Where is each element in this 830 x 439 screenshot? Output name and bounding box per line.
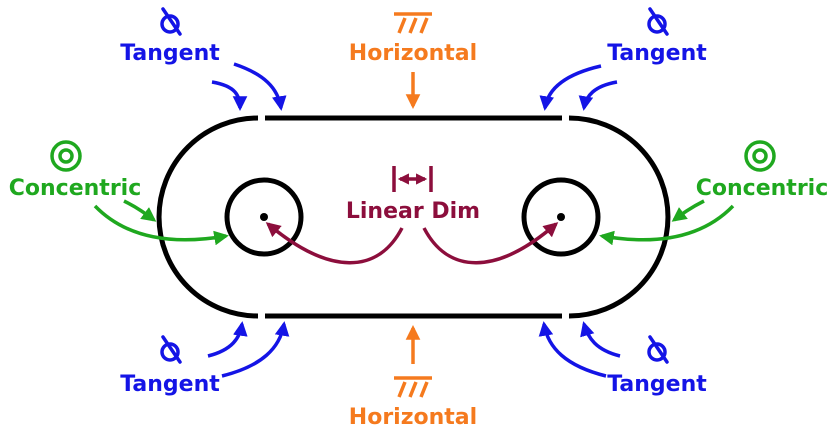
- tangent-icon: [160, 7, 182, 36]
- tangent-label: Tangent: [607, 372, 707, 397]
- horizontal-top-group: Horizontal: [349, 12, 477, 109]
- left-end-arc: [156, 115, 259, 319]
- tangent-top-right-group: Tangent: [539, 7, 707, 111]
- left-center-point: [260, 213, 268, 221]
- concentric-icon: [50, 140, 82, 172]
- concentric-arrow: [93, 204, 229, 246]
- concentric-right-group: Concentric: [599, 140, 829, 246]
- tangent-bottom-left-group: Tangent: [120, 321, 290, 397]
- tangent-icon: [647, 7, 669, 36]
- left-circle: [224, 177, 304, 257]
- tangent-arrow: [538, 321, 607, 378]
- tangent-label: Tangent: [120, 41, 220, 66]
- linear-dim-arrow: [422, 222, 559, 265]
- concentric-label: Concentric: [9, 176, 142, 201]
- concentric-icon: [744, 140, 776, 172]
- concentric-arrow: [671, 199, 705, 222]
- tangent-arrow: [539, 64, 602, 111]
- tangent-label: Tangent: [120, 372, 220, 397]
- tangent-icon: [647, 335, 669, 364]
- tangent-arrow: [233, 62, 287, 111]
- tangent-arrow: [578, 80, 618, 111]
- tangent-label: Tangent: [607, 41, 707, 66]
- right-circle: [521, 177, 601, 257]
- linear-dim-label: Linear Dim: [346, 199, 480, 224]
- concentric-arrow: [599, 204, 735, 246]
- linear-dimension-icon: [392, 166, 433, 192]
- linear-dim-group: Linear Dim: [265, 166, 559, 265]
- right-center-point: [557, 213, 565, 221]
- linear-dim-arrow: [265, 222, 404, 265]
- right-end-arc: [568, 115, 671, 319]
- tangent-arrow: [207, 321, 248, 358]
- horizontal-icon: [394, 376, 432, 398]
- tangent-top-left-group: Tangent: [120, 7, 287, 111]
- tangent-arrow: [580, 321, 621, 358]
- tangent-bottom-right-group: Tangent: [538, 321, 707, 397]
- tangent-icon: [160, 335, 182, 364]
- horizontal-bottom-group: Horizontal: [349, 325, 477, 430]
- horizontal-label: Horizontal: [349, 41, 477, 66]
- concentric-label: Concentric: [696, 176, 829, 201]
- slot-geometry: [156, 115, 671, 319]
- horizontal-label: Horizontal: [349, 405, 477, 430]
- tangent-arrow: [211, 80, 248, 111]
- concentric-arrow: [123, 199, 157, 222]
- horizontal-icon: [394, 12, 432, 34]
- tangent-arrow: [221, 321, 290, 378]
- concentric-left-group: Concentric: [9, 140, 229, 246]
